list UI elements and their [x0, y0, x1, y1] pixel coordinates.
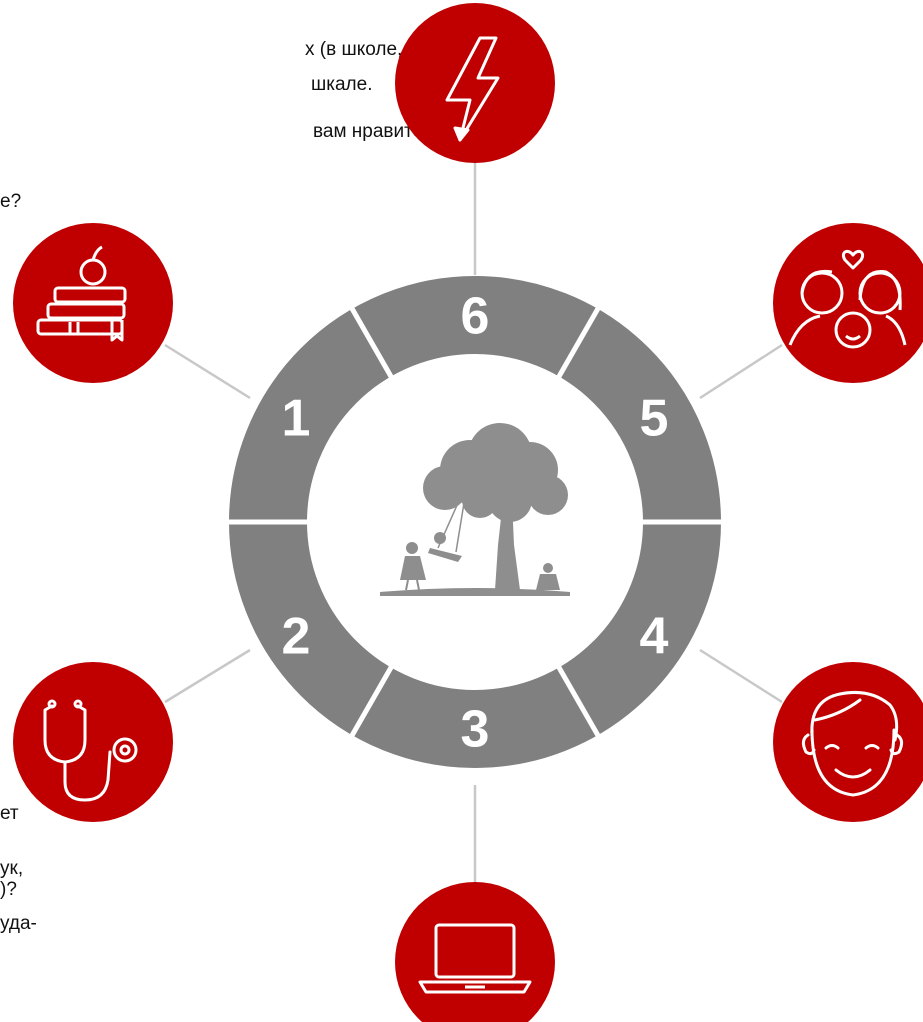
segment-separators — [224, 303, 726, 741]
segment-2-number: 2 — [282, 608, 311, 666]
segment-ring — [229, 276, 721, 768]
tree-swing-silhouette — [380, 423, 570, 596]
text-fragment-3: вам нравится — [313, 121, 433, 142]
stethoscope-circle — [13, 662, 173, 822]
text-fragment-1: х (в школе, — [305, 39, 403, 60]
text-fragment-6: ук, — [0, 858, 24, 879]
laptop-circle — [395, 882, 555, 1022]
text-fragment-2: шкале. — [311, 74, 373, 95]
segment-3-number: 3 — [461, 701, 490, 759]
face-circle — [773, 662, 923, 822]
connector-upper-right — [699, 343, 783, 400]
laptop-icon — [418, 923, 532, 994]
connector-lower-right — [699, 648, 783, 704]
connector-lower-left — [164, 648, 251, 704]
lightning-circle — [395, 3, 555, 163]
stethoscope-icon — [43, 699, 138, 802]
text-fragment-4: е? — [0, 191, 22, 212]
connector-lines — [164, 160, 783, 920]
connector-upper-left — [164, 343, 251, 400]
family-icon — [788, 249, 907, 349]
books-circle — [13, 223, 173, 383]
text-fragment-7: )? — [0, 879, 17, 900]
text-fragment-8: уда- — [0, 913, 37, 934]
family-circle — [773, 223, 923, 383]
books-apple-icon — [36, 245, 127, 342]
segment-1-number: 1 — [282, 390, 311, 448]
smiling-face-icon — [801, 690, 904, 797]
lightning-icon — [445, 36, 500, 142]
segment-4-number: 4 — [640, 608, 669, 666]
segment-6-number: 6 — [461, 288, 490, 346]
text-fragment-5: ет — [0, 803, 19, 824]
segment-5-number: 5 — [640, 390, 669, 448]
